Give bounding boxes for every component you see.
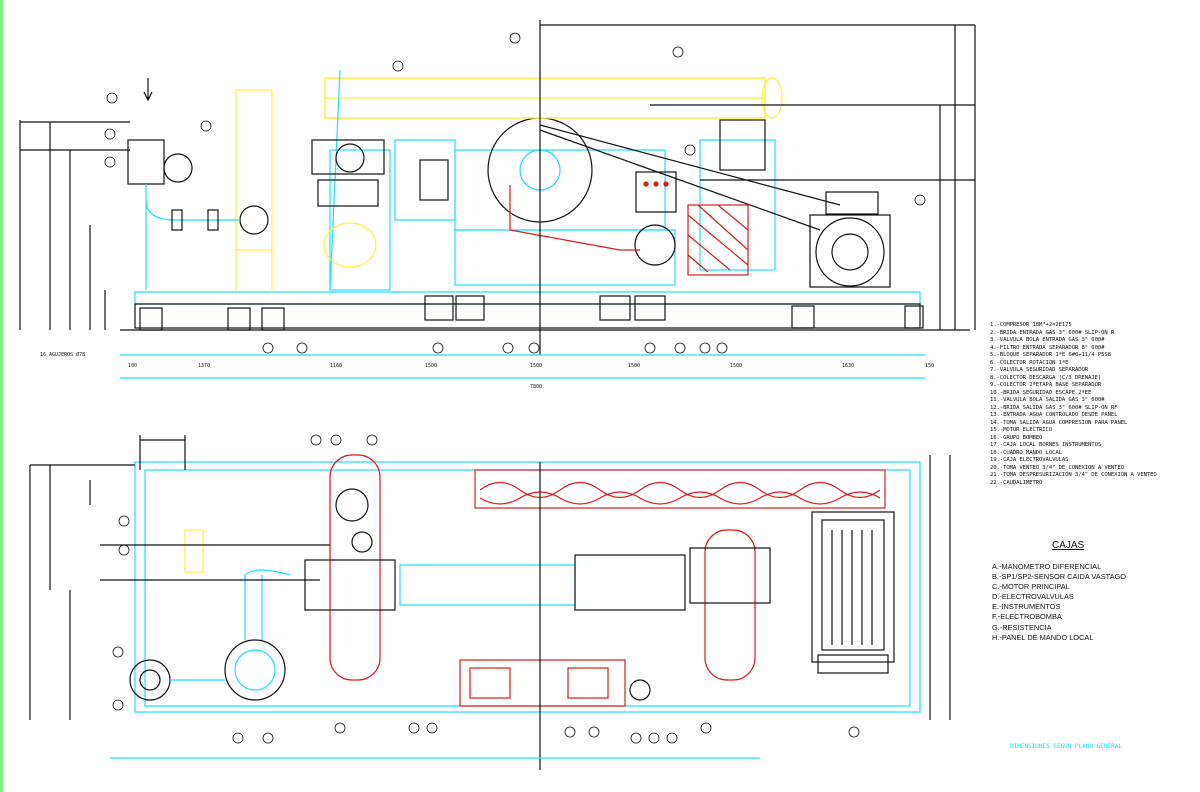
- legend-item: 21.-TOMA DESPRESURIZACION 3/4" DE CONEXI…: [990, 472, 1157, 478]
- legend-item: 20.-TOMA VENTEO 3/4" DE CONEXION A VENTE…: [990, 464, 1124, 471]
- legend-item: 15.-MOTOR ELECTRICO: [990, 427, 1053, 433]
- legend-item: 2.-BRIDA ENTRADA GAS 3" 600# SLIP-ON R: [990, 329, 1115, 336]
- legend-item: 3.-VALVULA BOLA ENTRADA GAS 3" 600#: [990, 337, 1105, 343]
- cajas-item: F.-ELECTROBOMBA: [992, 612, 1062, 622]
- dim-label: 1500: [628, 363, 640, 369]
- legend-item: 18.-CUADRO MANDO LOCAL: [990, 449, 1062, 456]
- dim-label: 150: [925, 363, 934, 369]
- total-width-label: 7800: [530, 384, 542, 390]
- dim-label: 1500: [530, 363, 542, 369]
- legend-item: 12.-BRIDA SALIDA GAS 3" 600# SLIP-ON RF: [990, 404, 1118, 411]
- legend-item: 22.-CAUDALIMETRO: [990, 479, 1043, 486]
- dim-label: 1500: [730, 363, 742, 369]
- top-dimension-text: 16 AGUJEROS Ø78 100 1370 1160 1500 1500 …: [40, 351, 934, 390]
- dim-label: 100: [128, 363, 137, 369]
- cajas-item: G.-RESISTENCIA: [992, 622, 1052, 632]
- legend-item: 16.-GRUPO BOMBEO: [990, 434, 1043, 441]
- legend-item: 9.-COLECTOR 2ªETAPA BASE SEPARADOR: [990, 382, 1102, 388]
- bottom-plan-view: [29, 434, 951, 770]
- legend-item: 14.-TOMA SALIDA AGUA COMPRESION PARA PAN…: [990, 419, 1128, 426]
- cajas-item: A.-MANOMETRO DIFERENCIAL: [992, 562, 1102, 571]
- legend-item: 6.-COLECTOR ROTACION 1ªE: [990, 359, 1069, 366]
- legend-item: 17.-CAJA LOCAL BORNES INSTRUMENTOS: [990, 442, 1102, 448]
- dim-label: 1630: [842, 363, 854, 369]
- cajas-title: CAJAS: [1052, 540, 1085, 551]
- dim-label: 1160: [330, 363, 342, 369]
- footnote: DIMENSIONES SEGUN PLANO GENERAL: [1010, 743, 1122, 750]
- cajas-list: A.-MANOMETRO DIFERENCIAL B.-SP1/SP2-SENS…: [992, 562, 1126, 643]
- cajas-item: B.-SP1/SP2-SENSOR CAIDA VASTAGO: [992, 572, 1127, 582]
- legend-item: 13.-ENTRADA AGUA CONTROLADO DESDE PANEL: [990, 412, 1118, 418]
- legend-item: 11.-VALVULA BOLA SALIDA GAS 3" 600#: [990, 397, 1105, 403]
- parts-legend: 1.-COMPRESOR 18M³+2=2E175 2.-BRIDA ENTRA…: [990, 322, 1195, 487]
- dim-label: 1370: [198, 363, 210, 369]
- cajas-item: E.-INSTRUMENTOS: [992, 602, 1061, 612]
- legend-item: 1.-COMPRESOR 18M³+2=2E175: [990, 322, 1072, 328]
- legend-item: 7.-VALVULA SEGURIDAD SEPARADOR: [990, 367, 1089, 373]
- dim-label: 1500: [425, 363, 437, 369]
- anchor-note: 16 AGUJEROS Ø78: [40, 351, 85, 358]
- left-margin-bar: [0, 0, 3, 792]
- legend-item: 10.-BRIDA SEGURIDAD ESCAPE 2ªEE: [990, 389, 1092, 396]
- legend-item: 19.-CAJA ELECTROVALVULAS: [990, 457, 1069, 463]
- legend-item: 4.-FILTRO ENTRADA SEPARADOR 8" 600#: [990, 344, 1105, 351]
- legend-item: 8.-COLECTOR DESCARGA (C/3 DRENAJE): [990, 374, 1102, 381]
- top-elevation-view: [19, 20, 976, 379]
- legend-item: 5.-BLOQUE SEPARADOR 1ªE 6#0+11/4 P5S8: [990, 352, 1111, 358]
- cajas-item: D.-ELECTROVALVULAS: [992, 592, 1074, 602]
- cajas-item: C.-MOTOR PRINCIPAL: [992, 582, 1070, 592]
- cajas-item: H.-PANEL DE MANDO LOCAL: [992, 632, 1094, 642]
